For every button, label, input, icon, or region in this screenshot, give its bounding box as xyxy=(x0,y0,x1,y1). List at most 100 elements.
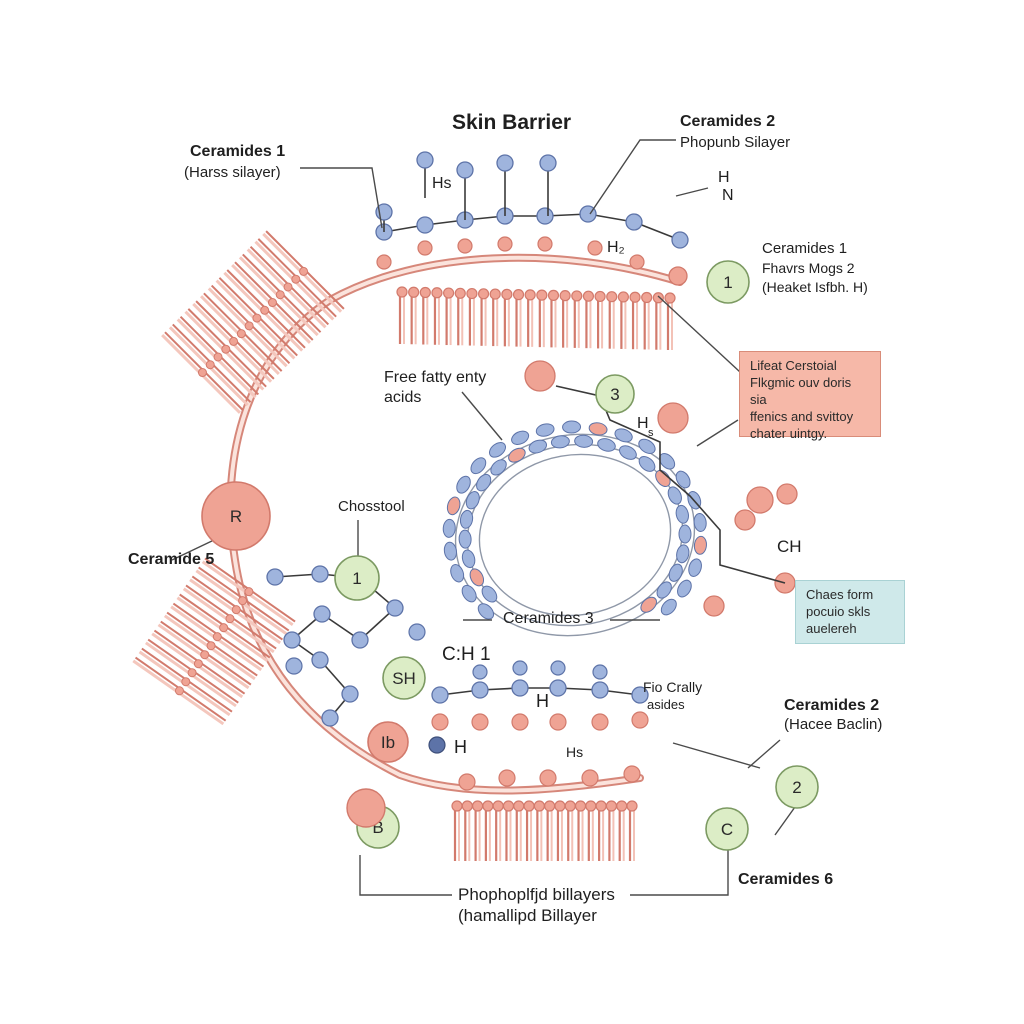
label-ceramides-2-bottom: Ceramides 2 xyxy=(784,697,880,714)
helix-bead xyxy=(660,598,677,616)
diagram-title: Skin Barrier xyxy=(452,111,572,134)
leader-line xyxy=(672,742,761,769)
ceramide-molecules xyxy=(266,151,798,791)
helix-bead xyxy=(588,422,608,436)
lipid-head xyxy=(585,800,597,812)
bottom-chain xyxy=(431,679,649,704)
atom xyxy=(591,681,609,699)
bilayer-top xyxy=(396,286,676,350)
helix-bead xyxy=(656,581,672,599)
chem-s-mid: s xyxy=(648,427,654,439)
helix-bead xyxy=(477,603,495,620)
lipid-head xyxy=(489,288,501,300)
atom xyxy=(539,154,557,172)
membrane-inner-arc xyxy=(228,255,682,793)
helix-bead xyxy=(693,535,707,555)
leader-line xyxy=(300,167,383,229)
atom xyxy=(416,151,434,169)
helix-bead xyxy=(640,596,657,613)
leader-line xyxy=(589,139,676,215)
label-ceramides-3: Ceramides 3 xyxy=(503,610,594,627)
atom xyxy=(511,679,529,697)
atom xyxy=(311,651,329,669)
atom xyxy=(497,236,513,252)
atom xyxy=(456,161,474,179)
atom xyxy=(471,681,489,699)
lipid-head xyxy=(544,800,556,812)
chem-h-mid: H xyxy=(637,415,649,432)
fan-head xyxy=(291,274,301,284)
chem-n-top: N xyxy=(722,187,734,204)
lipid-helix-ring xyxy=(442,420,707,637)
atom xyxy=(498,769,516,787)
helix-bead xyxy=(675,470,691,489)
atom xyxy=(537,236,553,252)
atom xyxy=(511,713,529,731)
node-2-right xyxy=(775,765,819,809)
atom xyxy=(592,664,608,680)
helix-bead xyxy=(678,524,692,544)
helix-bead xyxy=(655,469,671,488)
chem-hs: Hs xyxy=(432,175,452,192)
helix-bead xyxy=(511,430,530,445)
lipid-head xyxy=(641,291,653,304)
lipid-head xyxy=(554,800,566,812)
atom xyxy=(321,709,339,727)
label-ceramides-1-top-sub: (Harss silayer) xyxy=(184,164,281,181)
bilayer-bottom xyxy=(451,800,638,861)
lipid-head xyxy=(626,800,638,812)
fan-head xyxy=(212,632,222,642)
leader-line xyxy=(630,850,729,896)
label-phospholipid-1: Phophoplfjd billayers xyxy=(458,885,615,904)
node-r xyxy=(201,481,271,551)
atom xyxy=(457,238,473,254)
atom xyxy=(285,657,303,675)
label-free-fatty-2: acids xyxy=(384,389,422,406)
helix-bead xyxy=(508,447,526,463)
lipid-head xyxy=(616,800,628,812)
lipid-head xyxy=(396,286,408,298)
fan-head xyxy=(221,344,231,354)
fan-head xyxy=(252,313,262,323)
atom xyxy=(587,240,603,256)
node-ib-label: Ib xyxy=(381,733,395,752)
fan-head xyxy=(197,368,207,378)
helix-bead xyxy=(675,504,689,524)
fan-head xyxy=(213,352,223,362)
helix-bead xyxy=(481,585,498,603)
helix-bead xyxy=(535,423,555,437)
lipid-head xyxy=(582,290,595,302)
atom xyxy=(417,240,433,256)
atom xyxy=(625,213,643,231)
membrane-outer-arc xyxy=(226,253,684,795)
fan-head xyxy=(244,321,254,331)
label-asides: asides xyxy=(647,697,685,712)
helix-bead xyxy=(446,496,461,516)
helix-bead xyxy=(677,579,692,598)
atom xyxy=(386,599,404,617)
fan-head xyxy=(193,659,203,669)
atom xyxy=(376,254,392,270)
node-3-label: 3 xyxy=(610,385,619,404)
lipid-head xyxy=(595,800,607,812)
lipid-head xyxy=(477,288,490,300)
lipid-head xyxy=(664,292,676,304)
node-c xyxy=(705,807,749,851)
lipid-head xyxy=(629,291,641,303)
fan-head xyxy=(174,686,184,696)
node-sh-label: SH xyxy=(392,669,416,688)
left-network xyxy=(266,565,404,727)
fan-head xyxy=(229,336,239,346)
lipid-head xyxy=(533,800,545,812)
helix-bead xyxy=(489,442,507,458)
fan-head xyxy=(299,266,309,276)
helix-bead xyxy=(614,428,633,443)
lipid-head xyxy=(431,287,443,299)
helix-bead xyxy=(443,541,458,561)
helix-bead xyxy=(693,513,707,532)
lipid-head xyxy=(461,800,473,812)
leader-line xyxy=(747,739,781,769)
atom xyxy=(431,686,449,704)
